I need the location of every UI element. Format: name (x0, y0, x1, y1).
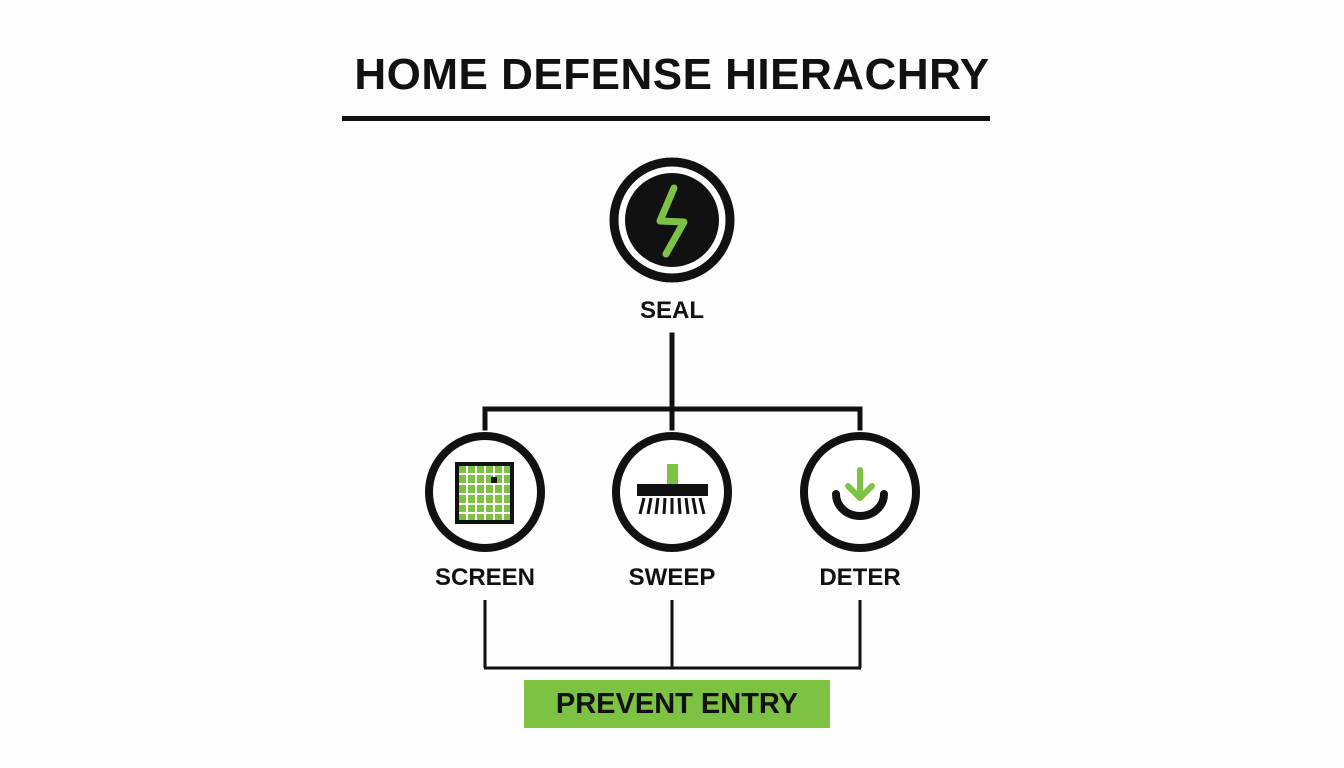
child-label-screen: SCREEN (434, 564, 536, 591)
outcome-badge: PREVENT ENTRY (555, 687, 799, 720)
title-underline (342, 116, 990, 121)
sweep-node (612, 432, 732, 552)
deter-node (800, 432, 920, 552)
bottom-connectors (483, 600, 862, 670)
child-label-sweep: SWEEP (628, 564, 716, 591)
outcome-badge-bg (524, 680, 830, 728)
child-label-deter: DETER (819, 564, 901, 591)
root-label: SEAL (639, 297, 704, 324)
diagram-title: HOME DEFENSE HIERACHRY (354, 50, 990, 99)
lightning-bolt-icon (656, 184, 688, 258)
top-connectors (482, 332, 863, 431)
window-screen-icon (455, 462, 514, 524)
root-node (609, 157, 735, 283)
screen-node (425, 432, 545, 552)
door-sweep-brush-icon (637, 464, 708, 515)
down-arrow-cup-icon (832, 467, 888, 520)
